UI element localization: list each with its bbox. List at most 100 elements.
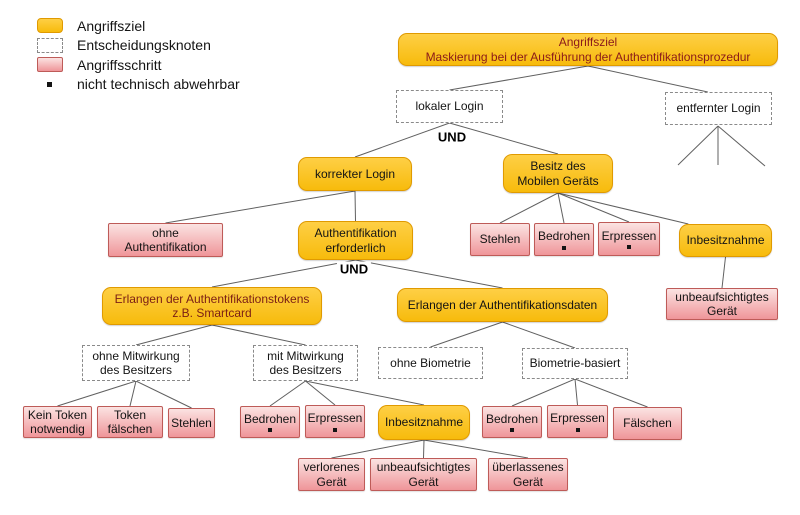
edge-lokal-besitz xyxy=(449,122,559,155)
node-label: Biometrie-basiert xyxy=(529,356,621,371)
legend-item-entscheidungsknoten: Entscheidungsknoten xyxy=(37,36,240,56)
node-label: Fälschen xyxy=(623,416,672,431)
edge-root-lokal xyxy=(449,65,589,91)
edge-autherf-tokens xyxy=(211,259,356,288)
not-technically-preventable-dot-icon xyxy=(562,245,566,250)
edge-mitmit-inbes_m xyxy=(305,380,425,406)
legend-item-angriffsschritt: Angriffsschritt xyxy=(37,55,240,75)
node-label: überlassenes xyxy=(492,460,564,475)
node-label: ohne Biometrie xyxy=(390,355,471,370)
legend-label: Entscheidungsknoten xyxy=(77,37,211,54)
edge-korrekt-ohneauth xyxy=(165,190,356,224)
node-label: Token xyxy=(113,407,147,422)
node-label: Gerät xyxy=(706,304,737,318)
edge-mitmit-erpressen2 xyxy=(305,380,336,406)
node-label: fälschen xyxy=(107,422,153,436)
edge-biobas-faelschen xyxy=(574,378,648,408)
node-erpressen2: Erpressen xyxy=(305,405,365,438)
node-bedrohen2: Bedrohen xyxy=(240,406,300,438)
edge-daten-biobas xyxy=(502,321,576,349)
edge-root-entfernt xyxy=(587,65,708,93)
node-label: des Besitzers xyxy=(99,363,173,377)
node-inbes_m: Inbesitznahme xyxy=(378,405,470,440)
square-dot-icon xyxy=(47,81,52,87)
edge-lokal-korrekt xyxy=(354,122,450,158)
node-label: erforderlich xyxy=(325,240,386,255)
stub-edge-2 xyxy=(717,125,766,167)
node-stehlen2: Stehlen xyxy=(168,408,215,438)
node-label: Stehlen xyxy=(171,415,212,430)
node-label: notwendig xyxy=(30,422,85,436)
edge-besitz-stehlen1 xyxy=(499,192,559,224)
node-label: z.B. Smartcard xyxy=(172,306,252,320)
stub-edge-0 xyxy=(677,125,719,166)
dot-swatch-icon xyxy=(37,77,63,92)
node-label: Besitz des xyxy=(530,159,586,174)
node-label: unbeaufsichtigtes xyxy=(675,289,769,304)
and-operator-2: UND xyxy=(336,261,372,277)
edge-inbes_m-unbeauf_m xyxy=(423,439,425,459)
node-korrekt: korrekter Login xyxy=(298,157,412,191)
edge-tokens-mitmit xyxy=(211,324,306,346)
node-label: lokaler Login xyxy=(415,99,484,114)
edge-besitz-inbes_r xyxy=(557,192,689,225)
node-label: Bedrohen xyxy=(537,229,591,244)
node-label: Inbesitznahme xyxy=(384,415,464,430)
node-label: Authentifikation xyxy=(314,226,397,241)
node-stehlen1: Stehlen xyxy=(470,223,530,256)
edge-ohnemit-keintoken xyxy=(57,380,137,407)
legend-item-nicht-technisch-abwehrbar: nicht technisch abwehrbar xyxy=(37,75,240,95)
node-bedrohen3: Bedrohen xyxy=(482,406,542,438)
node-label: Gerät xyxy=(408,474,439,489)
edge-inbes_m-ueberlassen xyxy=(423,439,529,459)
edge-tokens-ohnemit xyxy=(135,324,213,346)
node-label: unbeaufsichtigtes xyxy=(376,460,471,475)
legend-label: Angriffsziel xyxy=(77,17,146,34)
edge-ohnemit-tokenf xyxy=(129,380,137,407)
node-label: Erpressen xyxy=(550,411,605,426)
node-label: ohne Mitwirkung xyxy=(92,348,180,363)
node-ohnebio: ohne Biometrie xyxy=(378,347,483,379)
node-daten: Erlangen der Authentifikationsdaten xyxy=(397,288,608,322)
node-label: Erpressen xyxy=(307,411,363,426)
node-label: verlorenes xyxy=(303,460,360,475)
node-label: Bedrohen xyxy=(243,411,297,426)
edge-inbes_r-unbeauf_r xyxy=(721,256,726,289)
decision-swatch-icon xyxy=(37,37,63,53)
step-swatch-icon xyxy=(37,57,63,73)
not-technically-preventable-dot-icon xyxy=(627,245,631,250)
node-entfernt: entfernter Login xyxy=(665,92,772,125)
node-label: korrekter Login xyxy=(314,166,396,181)
node-label: Erpressen xyxy=(601,228,657,243)
node-label: Authentifikation xyxy=(124,240,207,254)
edge-korrekt-autherf xyxy=(354,190,356,222)
node-label: mit Mitwirkung xyxy=(267,348,344,363)
edge-ohnemit-stehlen2 xyxy=(135,380,192,409)
node-label: Erlangen der Authentifikationsdaten xyxy=(407,297,598,312)
edge-inbes_m-verloren xyxy=(331,439,425,459)
node-label: Inbesitznahme xyxy=(686,233,765,248)
node-label: des Besitzers xyxy=(269,363,342,377)
goal-swatch-icon xyxy=(37,18,63,34)
node-faelschen: Fälschen xyxy=(613,407,682,440)
node-label: Angriffsziel xyxy=(558,35,618,50)
edge-mitmit-bedrohen2 xyxy=(269,380,306,407)
node-label: Bedrohen xyxy=(485,411,539,426)
node-label: entfernter Login xyxy=(676,101,761,116)
legend-label: Angriffsschritt xyxy=(77,56,162,73)
edge-biobas-erpressen3 xyxy=(574,378,578,406)
node-lokal: lokaler Login xyxy=(396,90,503,123)
